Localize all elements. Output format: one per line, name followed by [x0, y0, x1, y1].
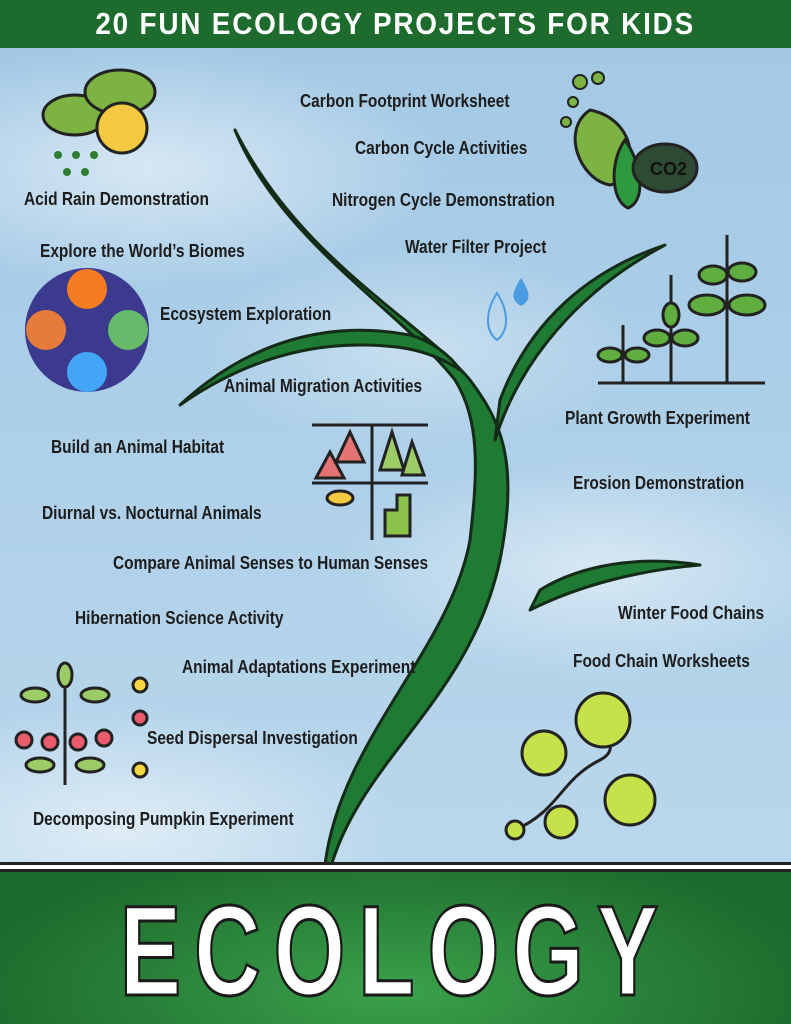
seed-dispersal-icon	[14, 661, 149, 785]
label-acid-rain-demonstration: Acid Rain Demonstration	[24, 189, 209, 209]
label-seed-dispersal: Seed Dispersal Investigation	[147, 728, 358, 748]
label-food-chain-worksheets: Food Chain Worksheets	[573, 651, 750, 671]
habitat-icon	[312, 423, 428, 540]
footer-title: ECOLOGY	[119, 880, 672, 1023]
footer-divider	[0, 862, 791, 872]
label-nitrogen-cycle-demonstration: Nitrogen Cycle Demonstration	[332, 190, 555, 210]
label-plant-growth: Plant Growth Experiment	[565, 408, 750, 428]
label-decomposing-pumpkin: Decomposing Pumpkin Experiment	[33, 809, 294, 829]
label-animal-adaptations: Animal Adaptations Experiment	[182, 657, 416, 677]
branch-left	[178, 328, 462, 407]
water-drops-icon	[487, 278, 529, 342]
label-animal-migration: Animal Migration Activities	[224, 376, 423, 396]
tree-trunk	[233, 128, 510, 872]
footer-banner	[0, 872, 791, 1024]
label-build-animal-habitat: Build an Animal Habitat	[51, 437, 225, 457]
branch-upper-right	[493, 243, 667, 442]
header-banner: 20 FUN ECOLOGY PROJECTS FOR KIDS	[0, 0, 791, 48]
acid-rain-icon	[41, 68, 157, 176]
biomes-icon	[25, 268, 149, 392]
label-winter-food-chains: Winter Food Chains	[618, 603, 765, 623]
label-carbon-cycle-activities: Carbon Cycle Activities	[355, 138, 528, 158]
label-hibernation: Hibernation Science Activity	[75, 608, 284, 628]
label-compare-senses: Compare Animal Senses to Human Senses	[113, 553, 429, 573]
co2-text: CO2	[650, 159, 687, 179]
label-erosion: Erosion Demonstration	[573, 473, 745, 493]
page-title: 20 FUN ECOLOGY PROJECTS FOR KIDS	[95, 6, 696, 41]
label-carbon-footprint-worksheet: Carbon Footprint Worksheet	[300, 91, 510, 111]
label-ecosystem-exploration: Ecosystem Exploration	[160, 304, 332, 324]
branch-lower-right	[528, 559, 702, 612]
food-chain-icon	[504, 691, 657, 841]
footprint-co2-icon: CO2	[560, 71, 699, 210]
label-explore-biomes: Explore the World’s Biomes	[40, 241, 245, 261]
plant-growth-icon	[596, 235, 767, 385]
label-diurnal-nocturnal: Diurnal vs. Nocturnal Animals	[42, 503, 262, 523]
label-water-filter-project: Water Filter Project	[405, 237, 547, 257]
